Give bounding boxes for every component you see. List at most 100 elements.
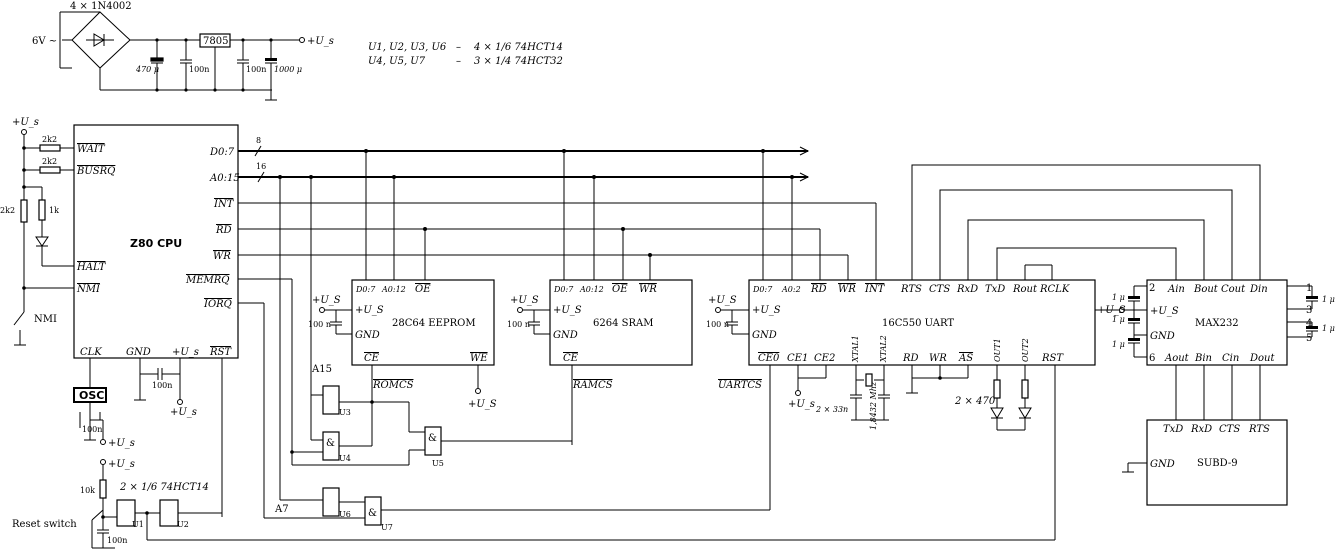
cpu-supply: +U_s xyxy=(12,117,39,128)
uart-supply: +U_S xyxy=(708,295,737,306)
legend-parts-2: U4, U5, U7 xyxy=(368,56,426,67)
out1-led-icon xyxy=(990,407,1004,419)
nmi-switch-label: NMI xyxy=(34,314,57,325)
eeprom-title: 28C64 EEPROM xyxy=(392,318,476,329)
gate-u5-symbol: & xyxy=(428,433,437,444)
max-pin-4: 4 xyxy=(1306,318,1312,329)
uart-pin-ce2: CE2 xyxy=(814,353,835,364)
cap-100n-b: 100n xyxy=(246,65,266,74)
address-bus-width: 16 xyxy=(256,162,266,171)
oscillator: OSC 100n +U_s xyxy=(73,358,135,449)
cap-470u: 470 μ xyxy=(135,65,159,74)
cpu-pin-halt: HALT xyxy=(76,262,107,273)
cpu-pin-address: A0:15 xyxy=(209,173,240,184)
max-cap-2: 1 μ xyxy=(1112,315,1125,324)
max-cap-1: 1 μ xyxy=(1112,293,1125,302)
max-pin-3: 3 xyxy=(1306,305,1312,316)
uart-ce-supply: +U_s xyxy=(788,399,815,410)
uart-pin-d: D0:7 xyxy=(752,285,773,294)
gate-u7 xyxy=(364,496,382,526)
max-pin-5: 5 xyxy=(1306,333,1312,344)
osc-label: OSC xyxy=(79,389,104,402)
reset-inverters: 2 × 1/6 74HCT14 xyxy=(119,482,209,493)
halt-led-icon xyxy=(35,236,49,247)
led-resistors: 2 × 470 xyxy=(954,396,996,407)
eeprom-box xyxy=(351,279,495,366)
serial-lines xyxy=(911,164,1261,311)
cpu-pin-wr: WR xyxy=(213,251,231,262)
uart-pin-wr-b: WR xyxy=(929,353,947,364)
uart-pin-wr: WR xyxy=(838,284,856,295)
legend-value-1: 4 × 1/6 74HCT14 xyxy=(473,42,563,53)
sram-pin-oe: OE xyxy=(612,284,628,295)
sram-pin-a: A0:12 xyxy=(579,285,604,294)
sram-6264: 6264 SRAM D0:7 A0:12 OE WR +U_S GND CE +… xyxy=(507,279,693,445)
sram-pin-ce: CE xyxy=(563,353,579,364)
gate-u3-label: U3 xyxy=(339,408,351,417)
max-cap-4: 1 μ xyxy=(1322,295,1335,304)
reset-cap: 100n xyxy=(107,536,127,545)
uart-pin-rst: RST xyxy=(1041,353,1064,364)
uart-pin-ce1: CE1 xyxy=(787,353,808,364)
sram-pin-us: +U_S xyxy=(553,305,582,316)
sram-cap: 100 n xyxy=(507,320,530,329)
subd-pin-rts: RTS xyxy=(1248,424,1270,435)
max-supply: +U_S xyxy=(1097,305,1126,316)
osc-cap: 100n xyxy=(82,425,102,434)
supply-output: +U_s xyxy=(307,36,334,47)
max-pin-bin: Bin xyxy=(1194,353,1212,364)
uart-pin-cts: CTS xyxy=(929,284,950,295)
cpu-pin-rd: RD xyxy=(215,225,232,236)
cpu-pin-rst: RST xyxy=(209,347,232,358)
data-bus-width: 8 xyxy=(256,136,261,145)
eeprom-supply: +U_S xyxy=(312,295,341,306)
cpu-pin-memrq: MEMRQ xyxy=(185,275,230,286)
gate-u6 xyxy=(322,487,340,517)
xtal-caps: 2 × 33n xyxy=(815,405,848,414)
ac-input-label: 6V ~ xyxy=(32,36,57,47)
subd-title: SUBD-9 xyxy=(1197,458,1238,469)
subd-pin-txd: TxD xyxy=(1163,424,1183,435)
legend-value-2: 3 × 1/4 74HCT32 xyxy=(474,56,563,67)
max-pin-cout: Cout xyxy=(1221,284,1246,295)
gate-u2 xyxy=(159,499,179,527)
uart-pin-out1: OUT1 xyxy=(993,338,1002,362)
regulator-label: 7805 xyxy=(203,36,228,47)
gate-u6-label: U6 xyxy=(339,510,351,519)
max-pin-1: 1 xyxy=(1306,283,1312,294)
eeprom-pin-a: A0:12 xyxy=(381,285,406,294)
max-pin-us: +U_S xyxy=(1150,306,1179,317)
uart-pin-us: +U_S xyxy=(752,305,781,316)
eeprom-pin-gnd: GND xyxy=(355,330,380,341)
sram-supply: +U_S xyxy=(510,295,539,306)
gate-u2-label: U2 xyxy=(177,520,189,529)
max232: MAX232 Ain Bout Cout Din Aout Bin Cin Do… xyxy=(1097,279,1335,420)
sram-title: 6264 SRAM xyxy=(593,318,653,329)
sram-pin-d: D0:7 xyxy=(553,285,574,294)
address-decoder: A15 A7 U3 & U4 & U5 xyxy=(238,278,770,532)
max-pin-din: Din xyxy=(1249,284,1268,295)
legend-dash-1: – xyxy=(456,42,461,53)
gate-u7-label: U7 xyxy=(381,523,393,532)
xtal-freq: 1,8432 Mhz xyxy=(869,381,878,430)
gate-u4-label: U4 xyxy=(339,454,351,463)
uart-pin-rclk: RCLK xyxy=(1039,284,1070,295)
gate-u3 xyxy=(322,385,340,415)
gate-u1-label: U1 xyxy=(132,520,144,529)
legend-dash-2: – xyxy=(456,56,461,67)
buses: 8 16 xyxy=(238,136,877,500)
reset-supply: +U_s xyxy=(108,459,135,470)
sram-pin-wr: WR xyxy=(639,284,657,295)
ram-cs-label: RAMCS xyxy=(572,380,613,391)
cpu-bottom-supply: +U_s xyxy=(170,407,197,418)
uart-pin-rd-b: RD xyxy=(902,353,919,364)
max-pin-dout: Dout xyxy=(1249,353,1275,364)
a7-label: A7 xyxy=(274,504,289,515)
cpu-pin-gnd: GND xyxy=(126,347,151,358)
gate-u7-symbol: & xyxy=(368,508,377,519)
uart-box xyxy=(748,279,1096,366)
max-cap-3: 1 μ xyxy=(1112,340,1125,349)
max-pin-ain: Ain xyxy=(1167,284,1185,295)
